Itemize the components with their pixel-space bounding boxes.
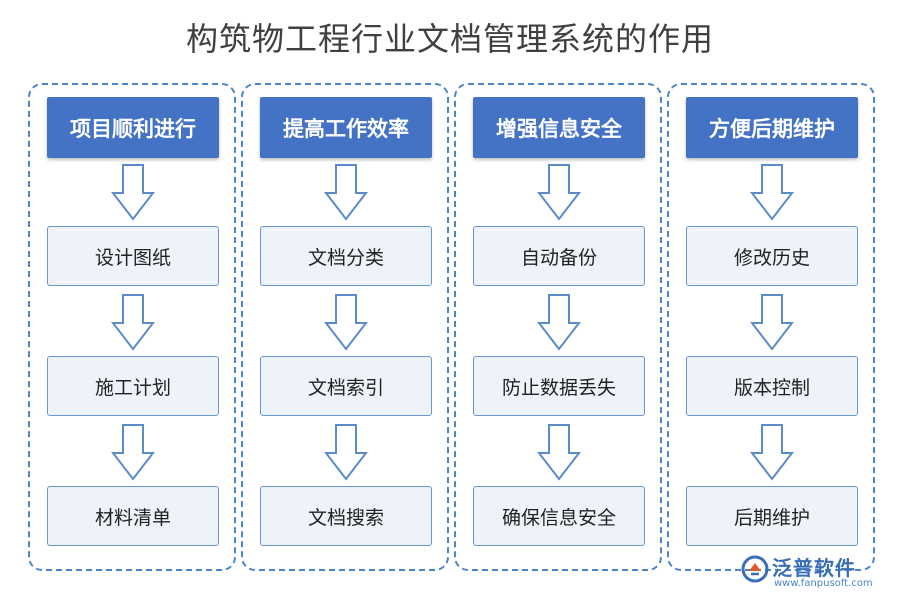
down-arrow-icon bbox=[111, 424, 155, 481]
column-header: 方便后期维护 bbox=[686, 97, 858, 158]
diagram-title: 构筑物工程行业文档管理系统的作用 bbox=[185, 20, 714, 58]
column-maintenance: 方便后期维护 修改历史 版本控制 后期维护 bbox=[667, 83, 875, 571]
column-header: 项目顺利进行 bbox=[47, 97, 219, 158]
flow-item: 文档搜索 bbox=[260, 486, 432, 546]
column-security: 增强信息安全 自动备份 防止数据丢失 确保信息安全 bbox=[454, 83, 662, 571]
down-arrow-icon bbox=[111, 164, 155, 221]
flow-item: 后期维护 bbox=[686, 486, 858, 546]
down-arrow-icon bbox=[324, 294, 368, 351]
down-arrow-icon bbox=[537, 294, 581, 351]
flow-item: 自动备份 bbox=[473, 226, 645, 286]
flow-item: 设计图纸 bbox=[47, 226, 219, 286]
down-arrow-icon bbox=[750, 294, 794, 351]
flow-item: 材料清单 bbox=[47, 486, 219, 546]
down-arrow-icon bbox=[324, 424, 368, 481]
column-efficiency: 提高工作效率 文档分类 文档索引 文档搜索 bbox=[241, 83, 449, 571]
column-header: 提高工作效率 bbox=[260, 97, 432, 158]
logo-name: 泛普软件 bbox=[772, 556, 856, 580]
down-arrow-icon bbox=[537, 424, 581, 481]
flow-item: 文档索引 bbox=[260, 356, 432, 416]
brand-logo: 泛普软件 www.fanpusoft.com bbox=[740, 552, 890, 596]
flow-item: 确保信息安全 bbox=[473, 486, 645, 546]
column-header: 增强信息安全 bbox=[473, 97, 645, 158]
down-arrow-icon bbox=[750, 164, 794, 221]
down-arrow-icon bbox=[537, 164, 581, 221]
flow-item: 施工计划 bbox=[47, 356, 219, 416]
down-arrow-icon bbox=[111, 294, 155, 351]
logo-mark-icon bbox=[741, 555, 769, 583]
flow-item: 文档分类 bbox=[260, 226, 432, 286]
logo-url: www.fanpusoft.com bbox=[774, 578, 873, 589]
down-arrow-icon bbox=[750, 424, 794, 481]
flow-item: 修改历史 bbox=[686, 226, 858, 286]
flow-item: 防止数据丢失 bbox=[473, 356, 645, 416]
down-arrow-icon bbox=[324, 164, 368, 221]
column-project: 项目顺利进行 设计图纸 施工计划 材料清单 bbox=[28, 83, 236, 571]
flow-item: 版本控制 bbox=[686, 356, 858, 416]
